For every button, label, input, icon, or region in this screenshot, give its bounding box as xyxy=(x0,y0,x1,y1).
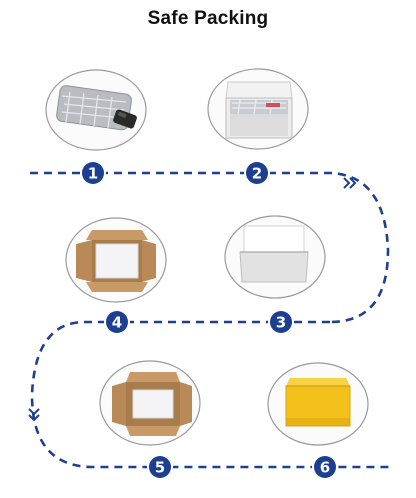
yellow-shipping-box-icon xyxy=(285,378,351,427)
step-6 xyxy=(267,362,369,446)
step-badges: 1 2 3 4 5 6 xyxy=(80,160,338,480)
chevron-down-icon xyxy=(28,408,40,422)
chevron-right-icon xyxy=(343,177,357,189)
step-3 xyxy=(224,215,326,299)
step-4 xyxy=(65,217,167,303)
white-gift-box-with-foil-icon xyxy=(225,81,293,139)
step-5-number: 5 xyxy=(155,459,165,477)
step-5-badge: 5 xyxy=(147,454,173,480)
badge-circle xyxy=(314,456,336,478)
step-2-badge: 2 xyxy=(244,160,270,186)
step-2 xyxy=(207,68,309,150)
foil-wrapped-phone-icon xyxy=(56,85,137,131)
step-5 xyxy=(99,360,201,446)
badge-circle xyxy=(149,456,171,478)
badge-circle xyxy=(246,162,268,184)
badge-circle xyxy=(106,311,128,333)
step-3-badge: 3 xyxy=(268,309,294,335)
step-4-number: 4 xyxy=(112,314,122,332)
closed-white-box-icon xyxy=(239,225,309,283)
dashed-path-row1 xyxy=(30,171,390,324)
dashed-path-row2 xyxy=(30,320,390,469)
badge-circle xyxy=(82,162,104,184)
step-4-badge: 4 xyxy=(104,309,130,335)
step-6-badge: 6 xyxy=(312,454,338,480)
step-1-badge: 1 xyxy=(80,160,106,186)
badge-circle xyxy=(270,311,292,333)
step-1-number: 1 xyxy=(88,165,98,183)
step-6-number: 6 xyxy=(320,459,330,477)
step-2-number: 2 xyxy=(252,165,262,183)
page-title: Safe Packing xyxy=(147,8,269,29)
step-1 xyxy=(45,69,147,151)
step-3-number: 3 xyxy=(276,314,286,332)
kraft-box-with-white-card-icon xyxy=(112,372,192,436)
kraft-box-with-white-inner-box-icon xyxy=(76,230,156,292)
